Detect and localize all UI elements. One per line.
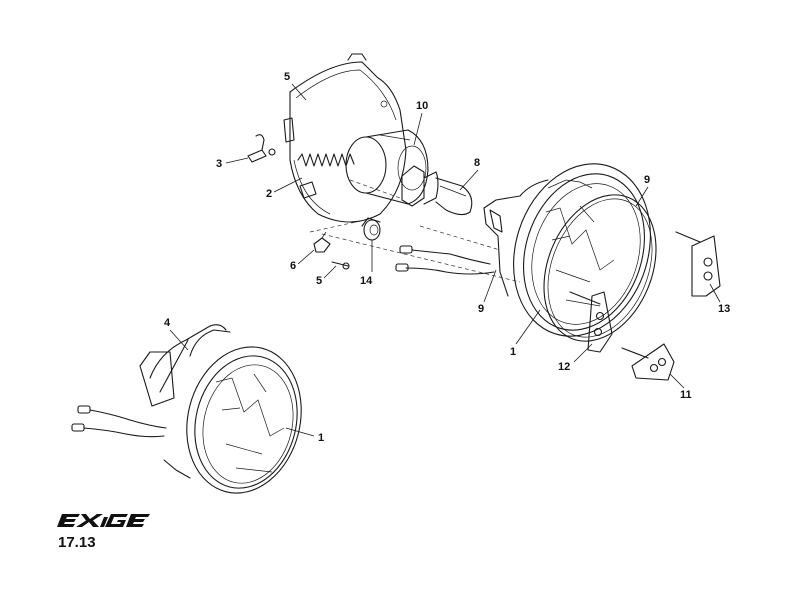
svg-text:14: 14 [360, 275, 373, 287]
page-number: 17.13 [58, 534, 96, 551]
callout-12: 12 [558, 343, 593, 373]
svg-text:1: 1 [318, 432, 324, 444]
callout-7: 8 [459, 157, 480, 191]
assembly-alignment-lines [309, 221, 521, 283]
svg-text:13: 13 [718, 303, 730, 315]
callout-2: 2 [266, 177, 303, 200]
svg-text:6: 6 [290, 260, 296, 272]
wiring-harness-upper [395, 245, 495, 275]
adjuster-clip [313, 231, 331, 253]
svg-text:9: 9 [644, 174, 650, 186]
callout-11: 11 [669, 373, 692, 401]
svg-text:9: 9 [478, 303, 484, 315]
adjuster-screw [331, 261, 350, 270]
rubber-bush [361, 217, 381, 241]
wiring-harness-lower [71, 405, 167, 438]
bulb-shield [345, 129, 429, 205]
svg-text:2: 2 [266, 188, 272, 200]
svg-text:8: 8 [474, 157, 480, 169]
callout-5: 5 [316, 265, 337, 287]
callout-3: 3 [216, 157, 249, 170]
svg-text:12: 12 [558, 361, 570, 373]
halogen-bulb [401, 165, 473, 216]
callout-6: 6 [290, 249, 315, 272]
exige-logo [57, 514, 150, 527]
svg-text:5: 5 [316, 275, 322, 287]
callout-4-lower: 4 [164, 317, 189, 351]
callout-13: 13 [709, 283, 730, 315]
mounting-bracket-11 [621, 343, 675, 381]
svg-text:3: 3 [216, 158, 222, 170]
svg-text:1: 1 [510, 346, 516, 358]
adjuster-spring [297, 153, 401, 199]
assembled-headlamp-lower [139, 324, 302, 494]
callout-14: 14 [360, 240, 373, 287]
callout-1-upper: 1 [510, 309, 541, 358]
retaining-rim [543, 194, 657, 342]
callout-9: 9 [635, 174, 650, 207]
mounting-bowl-upper [283, 53, 407, 223]
callout-1-lower: 1 [285, 427, 324, 444]
mounting-bracket-12 [569, 291, 613, 353]
callout-4-upper: 5 [284, 71, 307, 101]
svg-text:5: 5 [284, 71, 290, 83]
svg-text:11: 11 [680, 389, 692, 401]
callout-10: 10 [413, 100, 428, 146]
svg-text:4: 4 [164, 317, 171, 329]
mounting-bracket-13 [675, 231, 721, 297]
svg-text:10: 10 [416, 100, 428, 112]
callout-8: 9 [478, 269, 497, 315]
wing-screw [247, 134, 276, 163]
